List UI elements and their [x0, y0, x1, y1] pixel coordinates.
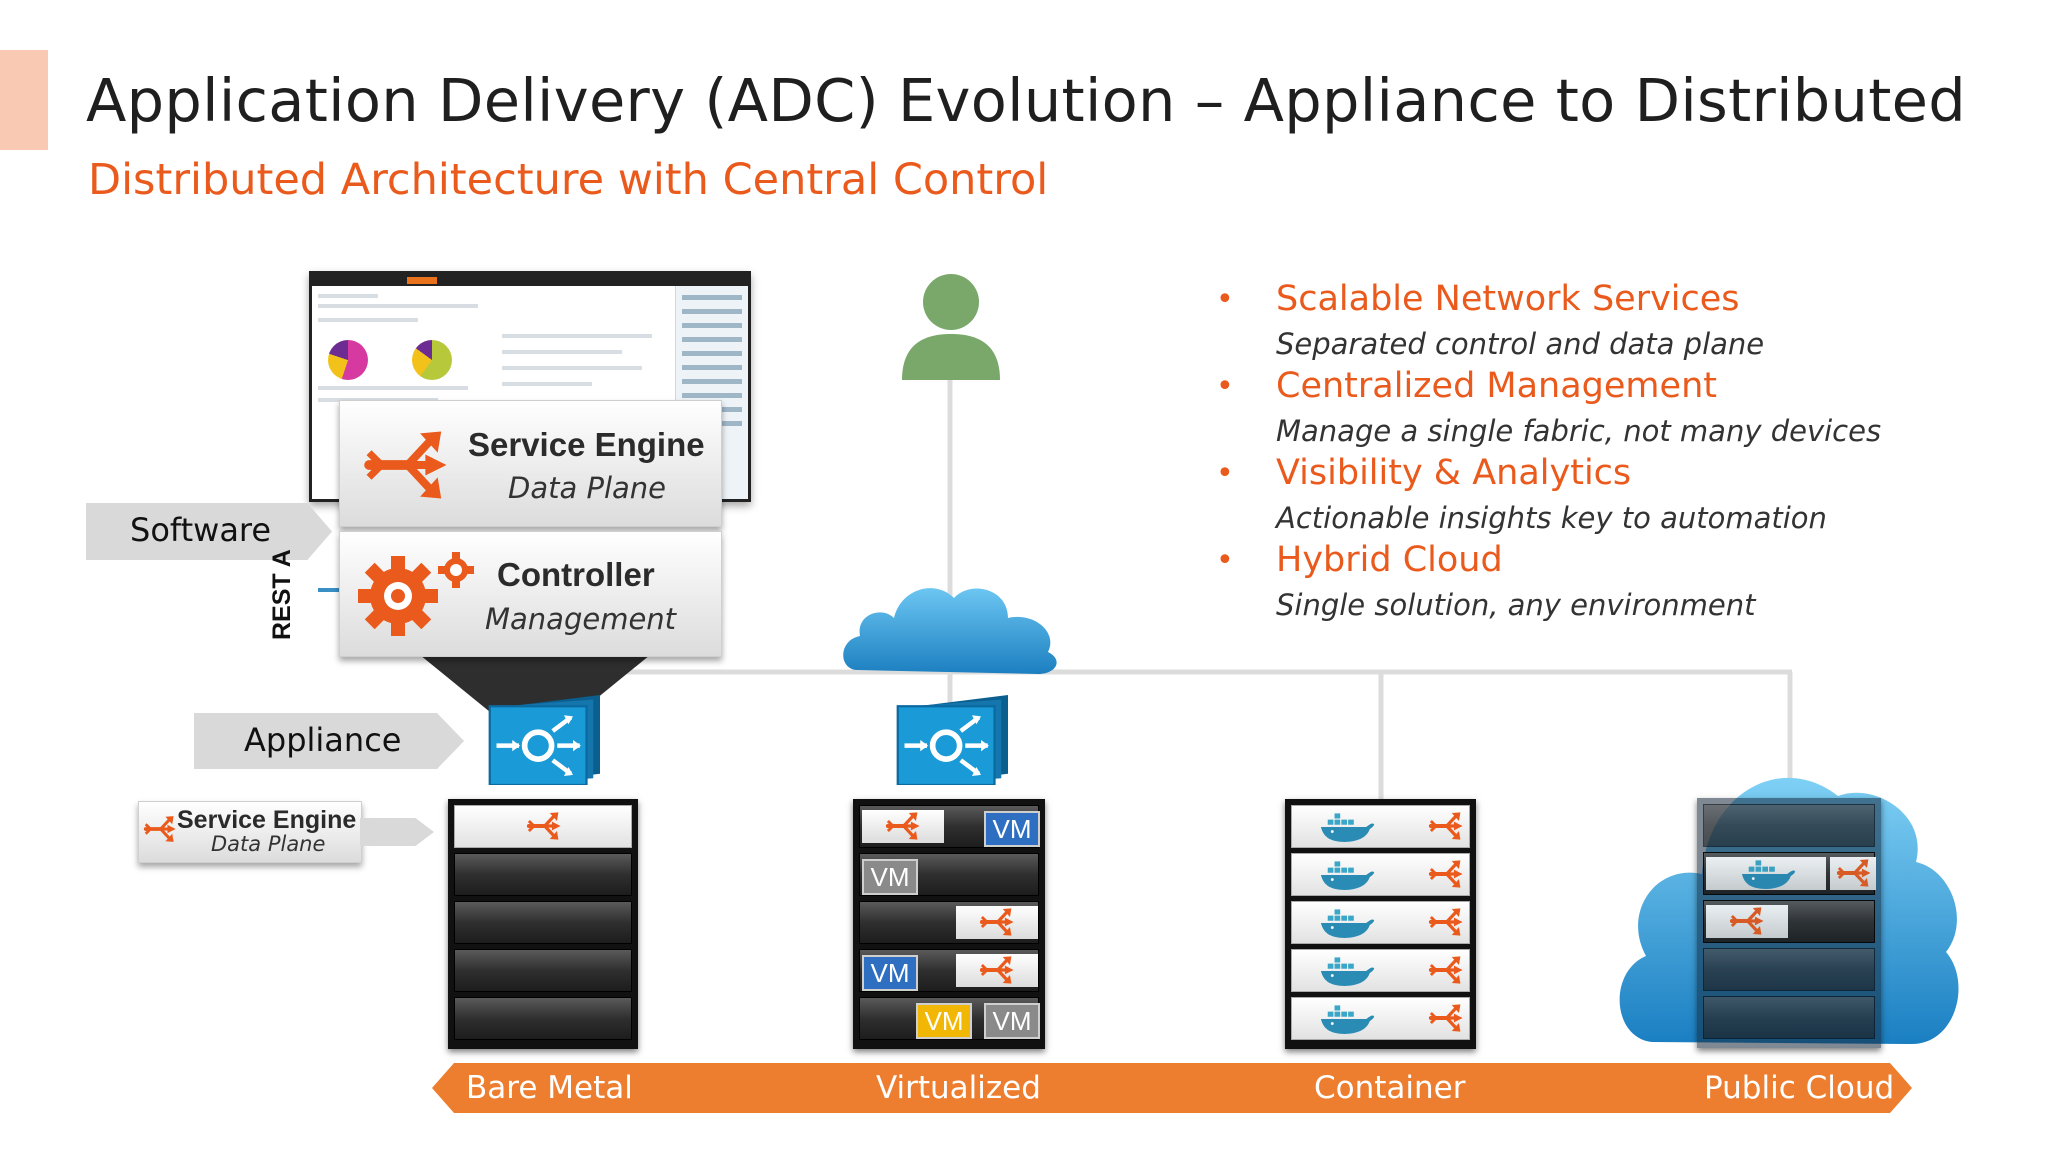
service-engine-subtitle: Data Plane [508, 471, 666, 505]
title-accent-bar [0, 50, 48, 150]
appliance-icon [486, 695, 606, 785]
vm-badge: VM [916, 1003, 972, 1039]
person-icon [902, 274, 1000, 380]
bullet-desc: Manage a single fabric, not many devices [1276, 414, 1882, 448]
server-unit [1703, 900, 1875, 943]
vm-badge: VM [862, 955, 918, 991]
vm-badge: VM [984, 811, 1040, 847]
server-unit [454, 949, 632, 992]
software-tag-label: Software [130, 511, 272, 549]
timeline-label-bare-metal: Bare Metal [466, 1070, 633, 1106]
service-engine-icon [1426, 952, 1466, 988]
server-unit [1291, 949, 1470, 992]
virtualized-rack: VM VM VM VM VM [853, 799, 1045, 1049]
service-engine-icon [882, 808, 924, 844]
service-engine-icon [1726, 903, 1768, 939]
docker-whale-icon [1312, 954, 1382, 988]
service-engine-icon [1426, 904, 1466, 940]
bullet-title: Visibility & Analytics [1276, 453, 1632, 493]
server-unit [859, 901, 1039, 944]
server-unit: VM VM [859, 997, 1040, 1040]
service-engine-icon [358, 421, 454, 509]
timeline-label-public-cloud: Public Cloud [1704, 1070, 1895, 1106]
bullet-marker: • [1216, 456, 1234, 491]
legend-pointer [360, 818, 434, 846]
bullet-desc: Separated control and data plane [1276, 327, 1765, 361]
bullet-desc: Single solution, any environment [1276, 588, 1756, 622]
service-engine-icon [1426, 1000, 1466, 1036]
docker-whale-icon [1734, 857, 1802, 891]
server-unit [454, 997, 632, 1040]
software-tag: Software [86, 503, 332, 560]
service-engine-icon [976, 952, 1018, 988]
controller-title: Controller [497, 556, 655, 593]
public-cloud-rack [1697, 798, 1881, 1048]
slide-subtitle: Distributed Architecture with Central Co… [88, 155, 1049, 205]
server-unit [454, 805, 632, 848]
bullet-marker: • [1216, 369, 1234, 404]
server-unit [1291, 853, 1470, 896]
bullet-title: Hybrid Cloud [1276, 540, 1503, 580]
controller-box: Controller Management [339, 531, 722, 657]
timeline-label-container: Container [1314, 1070, 1466, 1106]
service-engine-box: Service Engine Data Plane [339, 400, 722, 527]
service-engine-icon [1834, 855, 1874, 891]
service-engine-title: Service Engine [468, 426, 705, 463]
server-unit [1703, 804, 1875, 847]
server-unit: VM [859, 853, 1039, 896]
server-unit [1703, 948, 1875, 991]
service-engine-icon [1426, 808, 1466, 844]
bullet-title: Centralized Management [1276, 366, 1717, 406]
docker-whale-icon [1312, 858, 1382, 892]
server-unit [1703, 852, 1876, 895]
bullet-title: Scalable Network Services [1276, 279, 1740, 319]
slide-title: Application Delivery (ADC) Evolution – A… [86, 66, 1966, 135]
server-unit [1291, 997, 1470, 1040]
bullet-desc: Actionable insights key to automation [1276, 501, 1827, 535]
docker-whale-icon [1312, 810, 1382, 844]
timeline-label-virtualized: Virtualized [876, 1070, 1041, 1106]
appliance-tag: Appliance [194, 713, 464, 769]
container-rack [1285, 799, 1476, 1049]
server-unit [454, 901, 632, 944]
controller-gear-icon [358, 552, 474, 636]
vm-badge: VM [862, 859, 918, 895]
docker-whale-icon [1312, 906, 1382, 940]
server-unit [1703, 996, 1875, 1039]
bullet-marker: • [1216, 282, 1234, 317]
appliance-icon-virtualized [894, 695, 1014, 785]
rest-api-label: REST A [268, 549, 296, 640]
service-engine-icon [523, 808, 565, 844]
server-unit: VM [859, 949, 1039, 992]
server-unit [454, 853, 632, 896]
server-unit [1291, 901, 1470, 944]
service-engine-legend-icon [143, 812, 177, 846]
deployment-timeline: Bare Metal Virtualized Container Public … [432, 1063, 1912, 1113]
service-engine-icon [1426, 856, 1466, 892]
server-unit: VM [859, 805, 1040, 848]
appliance-tag-label: Appliance [244, 721, 402, 759]
legend-subtitle: Data Plane [211, 832, 326, 856]
bullet-marker: • [1216, 543, 1234, 578]
service-engine-icon [976, 904, 1018, 940]
service-engine-legend: Service Engine Data Plane [138, 801, 362, 863]
cloud-icon [843, 588, 1057, 674]
legend-title: Service Engine [177, 806, 357, 834]
bare-metal-rack [448, 799, 638, 1049]
controller-subtitle: Management [485, 602, 677, 636]
vm-badge: VM [984, 1003, 1040, 1039]
docker-whale-icon [1312, 1002, 1382, 1036]
server-unit [1291, 805, 1470, 848]
